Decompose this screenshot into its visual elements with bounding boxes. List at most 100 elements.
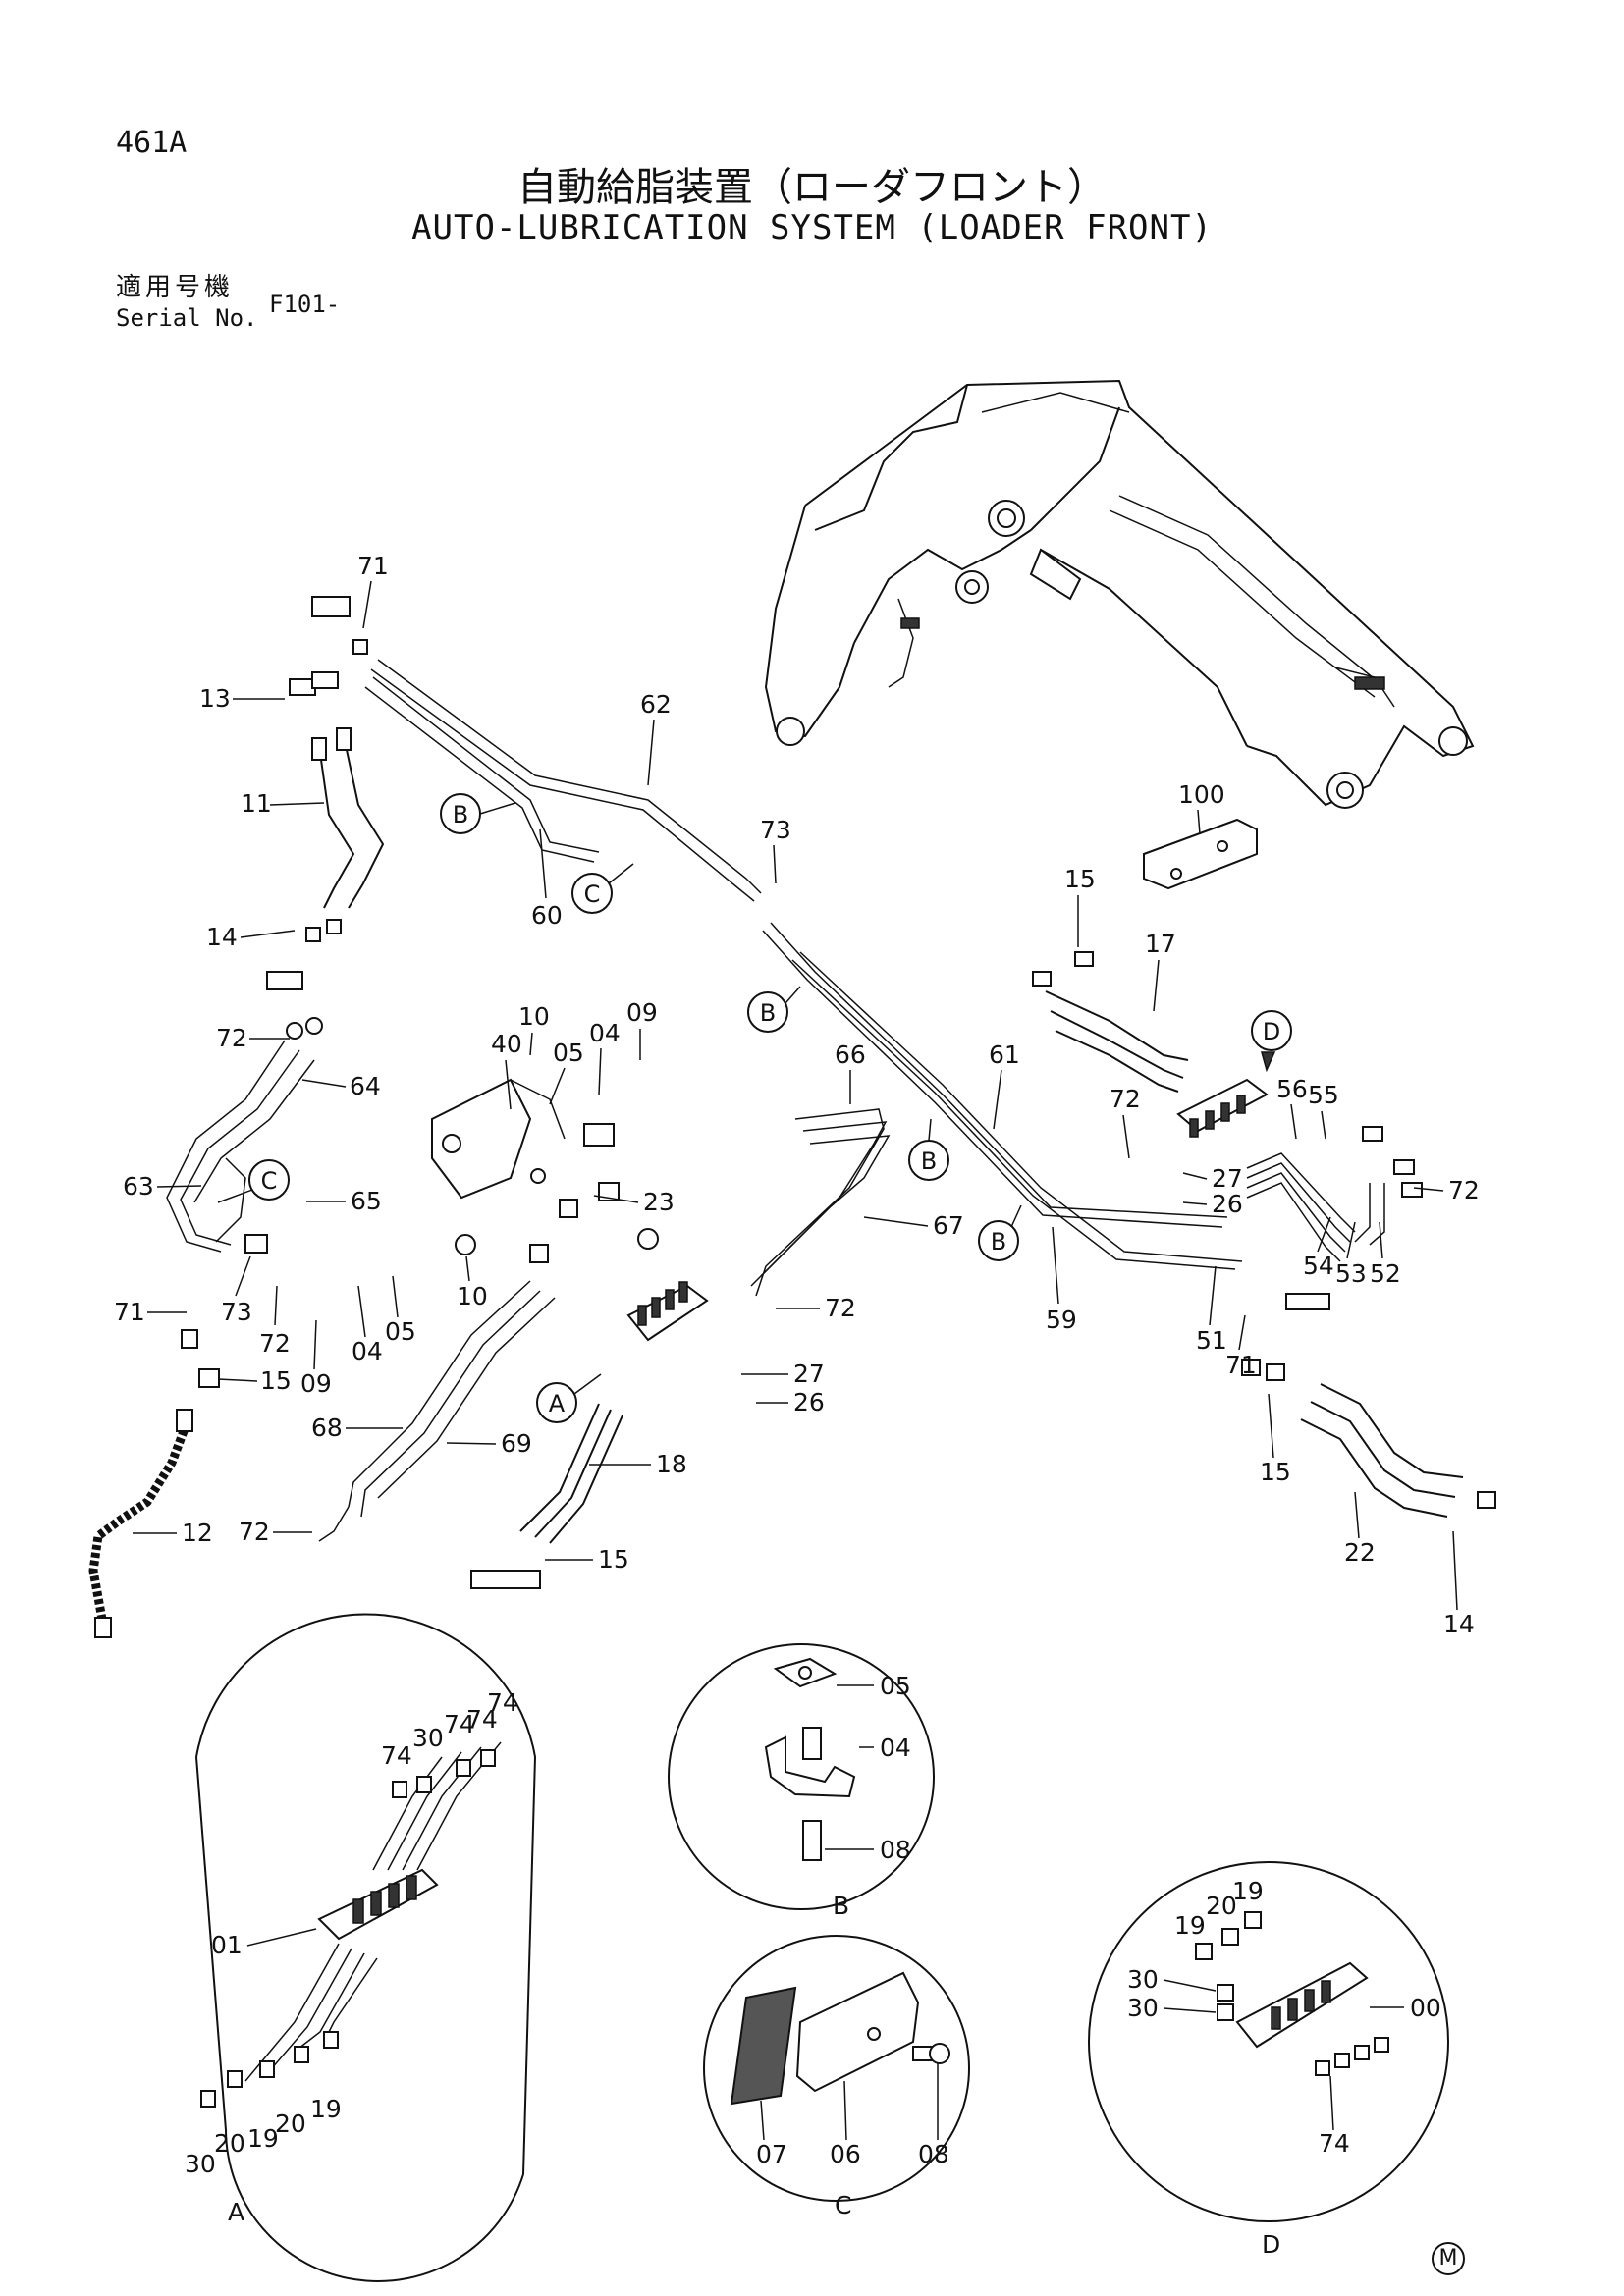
svg-text:12: 12 — [182, 1519, 213, 1547]
pipe-60-double-line — [364, 676, 600, 863]
svg-text:72: 72 — [1448, 1176, 1480, 1204]
svg-text:72: 72 — [825, 1294, 856, 1322]
svg-text:74: 74 — [381, 1741, 412, 1770]
svg-text:54: 54 — [1303, 1252, 1334, 1280]
svg-text:20: 20 — [275, 2109, 306, 2138]
svg-text:67: 67 — [933, 1211, 964, 1240]
svg-text:04: 04 — [880, 1734, 911, 1762]
svg-text:04: 04 — [589, 1019, 621, 1047]
pipes-63-64 — [166, 1017, 323, 1253]
svg-text:74: 74 — [1319, 2129, 1350, 2158]
manufacturer-mark: M — [1432, 2242, 1465, 2275]
svg-text:71: 71 — [357, 552, 389, 580]
bracket-40 — [431, 1078, 566, 1200]
svg-text:62: 62 — [640, 690, 672, 719]
svg-text:10: 10 — [457, 1282, 488, 1310]
svg-text:A: A — [228, 2198, 244, 2226]
svg-text:72: 72 — [216, 1024, 247, 1052]
svg-text:20: 20 — [214, 2129, 245, 2158]
loader-front-boom-drawing — [764, 379, 1475, 809]
svg-text:05: 05 — [553, 1039, 584, 1067]
svg-text:56: 56 — [1276, 1075, 1308, 1103]
svg-text:11: 11 — [241, 789, 272, 818]
svg-text:13: 13 — [199, 684, 231, 713]
hose-18 — [519, 1403, 623, 1544]
svg-text:64: 64 — [350, 1072, 381, 1100]
svg-text:20: 20 — [1206, 1892, 1237, 1920]
serial-number-value: F101- — [269, 291, 341, 318]
svg-text:61: 61 — [989, 1041, 1020, 1069]
serial-label-japanese: 適用号機 — [116, 273, 235, 302]
grease-hose-12 — [88, 1409, 193, 1638]
svg-text:05: 05 — [880, 1672, 911, 1700]
callout-c-1: C — [571, 863, 634, 914]
svg-text:55: 55 — [1308, 1081, 1339, 1109]
svg-text:30: 30 — [1127, 1994, 1159, 2022]
svg-text:100: 100 — [1178, 780, 1225, 809]
svg-text:15: 15 — [260, 1366, 292, 1395]
svg-text:72: 72 — [239, 1518, 270, 1546]
pipe-59-double-line — [791, 951, 1243, 1270]
svg-text:68: 68 — [311, 1414, 343, 1442]
svg-text:30: 30 — [185, 2150, 216, 2178]
svg-text:52: 52 — [1370, 1259, 1401, 1288]
svg-text:B: B — [991, 1228, 1006, 1255]
svg-text:A: A — [549, 1390, 566, 1417]
callout-b-1: B — [440, 793, 516, 834]
svg-text:19: 19 — [247, 2124, 279, 2153]
svg-text:19: 19 — [310, 2095, 342, 2123]
svg-text:74: 74 — [444, 1710, 475, 1738]
callout-d: D — [1251, 1010, 1292, 1073]
svg-text:B: B — [921, 1148, 937, 1175]
svg-text:65: 65 — [351, 1187, 382, 1215]
page-number: 461A — [116, 126, 188, 160]
svg-text:27: 27 — [793, 1360, 825, 1388]
svg-text:05: 05 — [385, 1317, 416, 1346]
svg-text:09: 09 — [300, 1369, 332, 1398]
svg-text:40: 40 — [491, 1030, 522, 1058]
pipe-61-double-line — [762, 922, 1228, 1228]
svg-text:30: 30 — [1127, 1965, 1159, 1994]
bracket-100 — [1143, 818, 1258, 890]
svg-text:74: 74 — [466, 1705, 498, 1734]
svg-text:D: D — [1262, 2230, 1280, 2259]
detail-view-a: 74 30 74 74 74 01 30 20 19 20 19 A — [185, 1613, 537, 2282]
svg-text:14: 14 — [1443, 1610, 1475, 1638]
svg-text:04: 04 — [352, 1337, 383, 1365]
distributor-valve-d — [1176, 1078, 1269, 1138]
svg-text:06: 06 — [830, 2140, 861, 2168]
svg-text:15: 15 — [1260, 1458, 1291, 1486]
svg-text:63: 63 — [123, 1172, 154, 1201]
svg-text:26: 26 — [1212, 1190, 1243, 1218]
svg-text:C: C — [584, 881, 601, 908]
svg-text:08: 08 — [880, 1836, 911, 1864]
svg-text:23: 23 — [643, 1188, 675, 1216]
svg-text:26: 26 — [793, 1388, 825, 1416]
svg-text:14: 14 — [206, 923, 238, 951]
pipes-66-67 — [750, 1108, 891, 1297]
svg-text:60: 60 — [531, 901, 563, 930]
svg-text:18: 18 — [656, 1450, 687, 1478]
detail-view-d: 19 20 19 30 30 00 74 D — [1088, 1861, 1449, 2259]
svg-text:B: B — [453, 801, 468, 828]
svg-text:15: 15 — [1064, 865, 1096, 893]
svg-text:08: 08 — [918, 2140, 949, 2168]
svg-text:C: C — [261, 1167, 278, 1195]
svg-text:71: 71 — [1225, 1351, 1257, 1379]
callout-a: A — [536, 1373, 602, 1423]
page-title-english: AUTO-LUBRICATION SYSTEM (LOADER FRONT) — [411, 208, 1213, 247]
hose-22 — [1300, 1383, 1464, 1518]
svg-text:B: B — [833, 1892, 849, 1920]
pipes-68-69 — [318, 1280, 556, 1542]
svg-text:66: 66 — [835, 1041, 866, 1069]
detail-view-b: 05 04 08 B — [668, 1643, 935, 1920]
svg-text:74: 74 — [487, 1688, 518, 1717]
callout-b-3: B — [908, 1118, 949, 1181]
svg-text:69: 69 — [501, 1429, 532, 1458]
pipes-51-56 — [1246, 1152, 1385, 1262]
serial-label-english: Serial No. — [116, 304, 258, 332]
svg-text:15: 15 — [598, 1545, 629, 1574]
svg-text:27: 27 — [1212, 1164, 1243, 1193]
page-title-japanese: 自動給脂装置（ローダフロント） — [517, 165, 1107, 210]
svg-text:30: 30 — [412, 1724, 444, 1752]
